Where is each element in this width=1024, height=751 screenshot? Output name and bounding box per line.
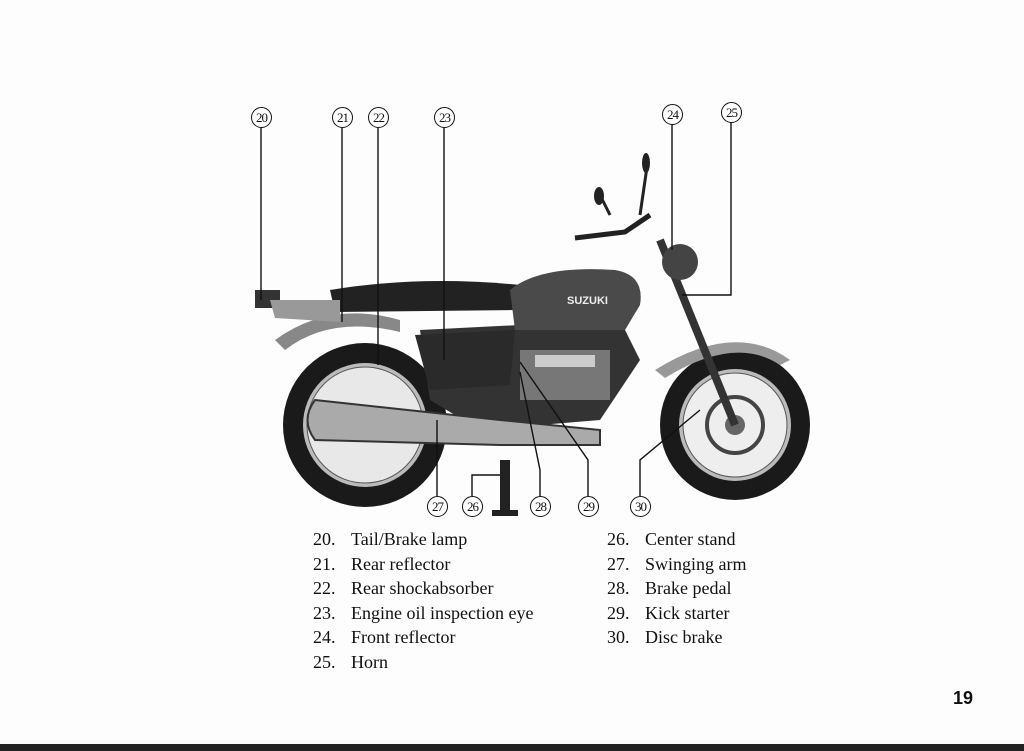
callout-21: 21: [332, 107, 353, 128]
legend-item: 29.Kick starter: [607, 602, 730, 623]
legend-left: 20.Tail/Brake lamp 21.Rear reflector 22.…: [313, 527, 533, 675]
legend-right: 26.Center stand 27.Swinging arm 28.Brake…: [607, 527, 747, 650]
legend-item: 25.Horn: [313, 651, 388, 672]
callout-30: 30: [630, 496, 651, 517]
motorcycle: SUZUKI: [255, 153, 810, 516]
legend-item: 26.Center stand: [607, 529, 736, 549]
legend-item: 23.Engine oil inspection eye: [313, 602, 534, 623]
legend-item: 21.Rear reflector: [313, 553, 451, 574]
page-number: 19: [953, 688, 974, 708]
legend-item: 22.Rear shockabsorber: [313, 578, 494, 599]
callout-28: 28: [530, 496, 551, 517]
legend-item: 28.Brake pedal: [607, 578, 732, 599]
legend-item: 24.Front reflector: [313, 627, 456, 648]
legend-item: 20.Tail/Brake lamp: [313, 529, 468, 549]
tank-brand: SUZUKI: [567, 295, 608, 307]
legend-item: 30.Disc brake: [607, 627, 723, 648]
callout-27: 27: [427, 496, 448, 517]
callout-25: 25: [721, 102, 742, 123]
callout-26: 26: [462, 496, 483, 517]
callout-20: 20: [251, 107, 272, 128]
callout-22: 22: [368, 107, 389, 128]
callout-29: 29: [578, 496, 599, 517]
leader-lines: [260, 122, 732, 496]
legend-item: 27.Swinging arm: [607, 553, 747, 574]
callout-24: 24: [662, 104, 683, 125]
callout-23: 23: [434, 107, 455, 128]
scan-edge: [0, 744, 1024, 751]
